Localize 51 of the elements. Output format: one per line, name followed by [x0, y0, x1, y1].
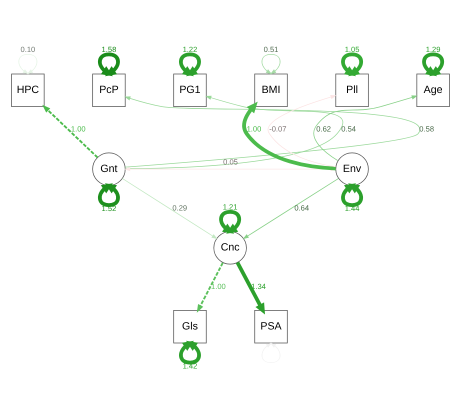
arrow — [242, 178, 339, 239]
edge-label: 1.00 — [211, 282, 226, 291]
arrow — [42, 104, 98, 158]
edge-label: 1.29 — [426, 44, 440, 54]
node-box: PG1 — [173, 73, 207, 106]
arrow — [268, 94, 337, 167]
arrow — [236, 261, 265, 314]
edge-label: 1.05 — [344, 44, 360, 54]
arrow — [18, 53, 38, 74]
arrow — [98, 52, 120, 76]
arrow — [262, 342, 280, 363]
arrow — [422, 52, 444, 76]
arrow — [122, 178, 218, 239]
node-box: Gls — [173, 310, 207, 343]
edge-label: 0.62 — [316, 124, 332, 134]
arrow — [313, 94, 418, 161]
arrow — [124, 96, 420, 168]
edge-label: 1.42 — [182, 361, 198, 370]
edge-label: 1.58 — [102, 44, 116, 54]
node-box: HPC — [11, 73, 45, 106]
arrow — [179, 52, 201, 76]
node-box: BMI — [254, 73, 288, 106]
arrow — [341, 52, 363, 76]
edge-label: -0.07 — [269, 124, 286, 134]
arrow — [196, 262, 224, 312]
node-box: Age — [416, 73, 450, 106]
edge-label: 1.44 — [344, 204, 360, 213]
edge-label: 1.34 — [251, 282, 266, 291]
edge-label: 0.64 — [294, 202, 310, 212]
node-circle: Gnt — [92, 152, 126, 186]
arrow — [219, 210, 242, 234]
node-circle: Env — [335, 152, 369, 186]
arrow — [262, 53, 280, 74]
node-box: PSA — [254, 310, 288, 343]
arrow — [98, 182, 120, 206]
edge-label: 1.22 — [182, 44, 198, 54]
edge-label: 1.21 — [222, 202, 238, 212]
edge-label: 0.05 — [223, 157, 238, 166]
edge-label: 1.00 — [246, 124, 262, 134]
edge-label: 0.29 — [172, 202, 188, 212]
node-box: Pll — [335, 73, 369, 106]
edge-label: 0.51 — [264, 44, 278, 54]
edge-label: 0.58 — [419, 124, 434, 134]
arrow — [341, 182, 363, 206]
arrow — [179, 340, 201, 364]
node-circle: Cnc — [213, 230, 247, 264]
edge-label: 1.00 — [70, 124, 86, 134]
edge-label: 0.54 — [341, 124, 356, 134]
node-box: PcP — [92, 73, 126, 106]
edge-label: 0.10 — [20, 44, 36, 54]
arrow — [125, 95, 344, 168]
